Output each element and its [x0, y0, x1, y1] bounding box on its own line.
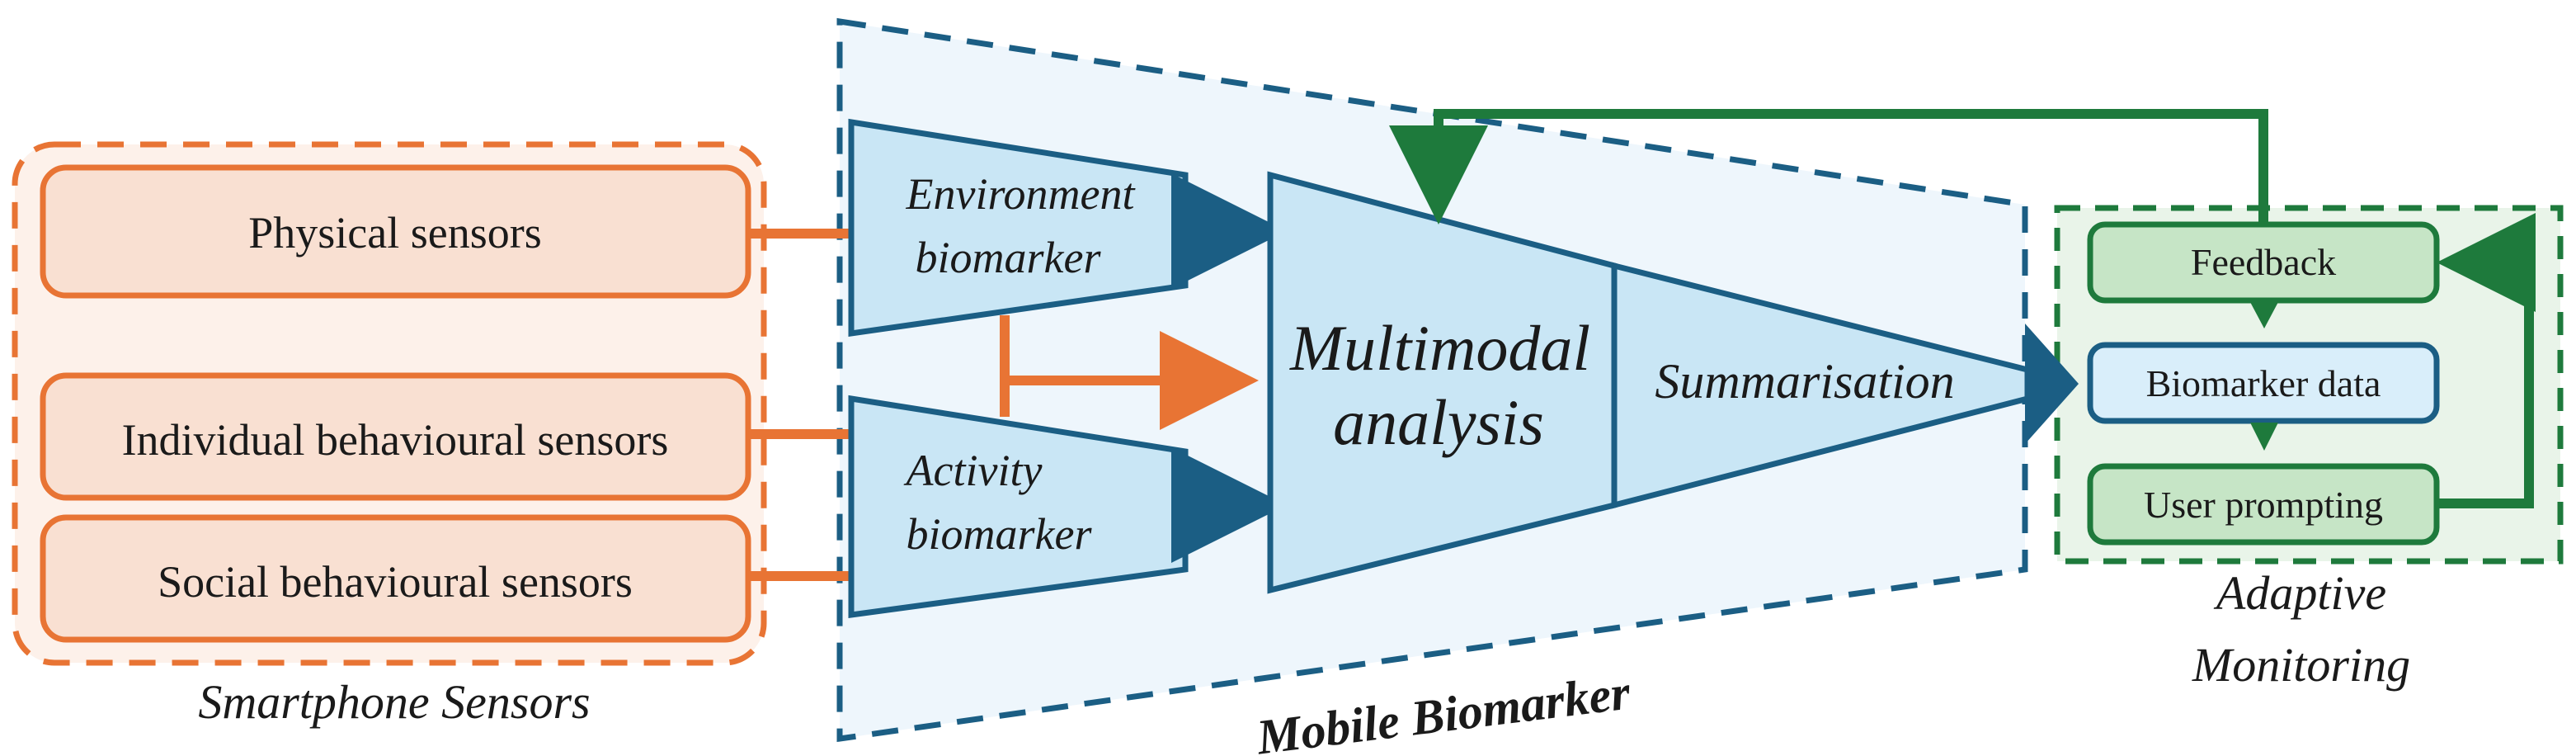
environment-biomarker-block: Environment biomarker: [848, 118, 1189, 338]
feedback-label: Feedback: [2191, 241, 2336, 283]
sensor-connectors: [751, 229, 1259, 581]
prompting-to-feedback-loop: [2437, 213, 2536, 508]
environment-biomarker-label-1: Environment: [906, 169, 1137, 219]
analysis-funnel: Multimodal analysis Summarisation: [1267, 171, 2031, 594]
sensor-social-box: Social behavioural sensors: [40, 514, 751, 643]
sensor-individual-box: Individual behavioural sensors: [40, 372, 751, 501]
user-prompting-box: User prompting: [2087, 463, 2440, 546]
sensor-physical-label: Physical sensors: [248, 208, 541, 258]
feedback-to-multimodal-line: [1389, 109, 2268, 224]
feedback-to-data-arrow: [2250, 302, 2278, 328]
multimodal-label-1: Multimodal: [1289, 312, 1590, 384]
data-to-prompting-arrow: [2250, 423, 2278, 451]
adaptive-caption-2: Monitoring: [2192, 638, 2410, 692]
activity-biomarker-block: Activity biomarker: [848, 395, 1189, 619]
biomarker-data-label: Biomarker data: [2146, 362, 2381, 404]
biomarker-data-box: Biomarker data: [2087, 342, 2440, 424]
sensor-individual-label: Individual behavioural sensors: [122, 415, 669, 465]
sensor-physical-box: Physical sensors: [40, 164, 751, 299]
user-prompting-label: User prompting: [2144, 484, 2383, 526]
smartphone-sensors-caption: Smartphone Sensors: [198, 675, 590, 729]
adaptive-caption-1: Adaptive: [2213, 566, 2386, 620]
mobile-biomarker-caption: Mobile Biomarker: [1253, 664, 1633, 756]
feedback-box: Feedback: [2087, 221, 2440, 304]
activity-biomarker-label-2: biomarker: [907, 509, 1093, 559]
activity-biomarker-label-1: Activity: [904, 446, 1043, 495]
sensor-social-label: Social behavioural sensors: [158, 557, 633, 607]
environment-biomarker-label-2: biomarker: [916, 233, 1102, 282]
summarisation-label: Summarisation: [1655, 354, 1954, 409]
output-arrow: [2025, 324, 2079, 444]
multimodal-label-2: analysis: [1333, 386, 1544, 458]
